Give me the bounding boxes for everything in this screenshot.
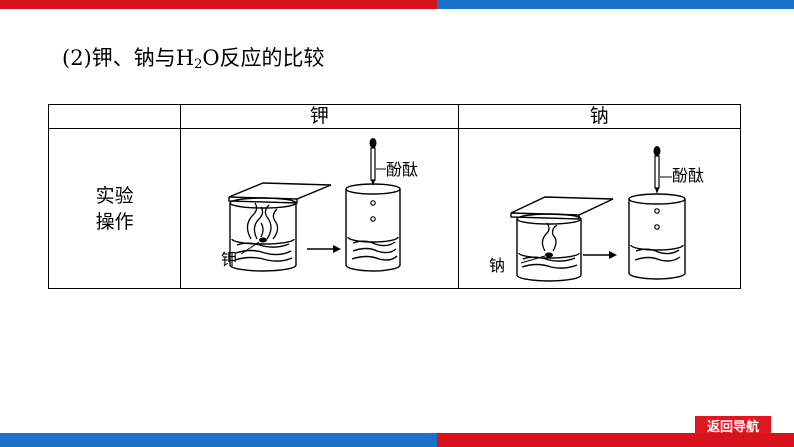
glass-cover-plate	[228, 182, 332, 200]
sodium-metal-piece	[544, 252, 553, 258]
potassium-callout-label: 钾	[221, 250, 237, 269]
arrow-icon	[307, 245, 342, 253]
bottom-bar-blue-segment	[0, 433, 437, 447]
top-bar-blue-segment	[436, 0, 794, 9]
table-row-experiment: 实验 操作	[47, 128, 742, 289]
phenolphthalein-callout-label: 酚酞	[386, 160, 418, 179]
sodium-flame	[541, 222, 557, 252]
falling-droplet-1	[653, 208, 660, 214]
heading-suffix: O反应的比较	[202, 46, 325, 70]
row-label-line-2: 操作	[95, 210, 134, 233]
heading-subscript: 2	[194, 57, 203, 72]
bottom-bar-red-segment	[436, 433, 794, 447]
dropper-icon	[653, 146, 661, 194]
potassium-flame	[247, 202, 279, 240]
sodium-beaker	[509, 196, 613, 282]
back-to-navigation-button[interactable]: 返回导航	[694, 415, 772, 438]
falling-droplet-1	[370, 200, 376, 206]
sodium-experiment-cell: 钠	[457, 128, 742, 289]
table-header-row: 钾 钠	[47, 104, 742, 129]
sodium-experiment-illustration: 钠	[489, 146, 704, 282]
phenolphthalein-beaker	[627, 193, 686, 280]
falling-droplet-2	[370, 216, 376, 222]
row-label-experiment-operation: 实验 操作	[47, 128, 182, 289]
arrow-icon	[582, 251, 617, 259]
header-sodium: 钠	[457, 104, 742, 129]
glass-cover-plate	[510, 196, 613, 216]
phenolphthalein-callout-label: 酚酞	[672, 166, 704, 185]
sodium-callout-label: 钠	[489, 256, 505, 275]
top-bar-red-segment	[0, 0, 437, 9]
header-potassium: 钾	[180, 104, 459, 129]
potassium-experiment-cell: 钾	[180, 128, 459, 289]
comparison-table: 钾 钠 实验 操作	[47, 104, 742, 289]
potassium-experiment-illustration: 钾	[221, 138, 418, 272]
potassium-metal-piece	[259, 237, 268, 243]
top-accent-bar	[0, 0, 794, 9]
sodium-pointer-line	[520, 255, 545, 264]
section-heading: (2)钾、钠与H2O反应的比较	[62, 44, 325, 72]
phenolphthalein-beaker	[345, 183, 401, 272]
potassium-beaker	[228, 182, 332, 272]
bottom-accent-bar	[0, 433, 794, 447]
row-label-line-1: 实验	[95, 184, 134, 207]
falling-droplet-2	[653, 224, 660, 230]
heading-prefix: (2)钾、钠与H	[62, 46, 195, 70]
potassium-pointer-line	[240, 241, 260, 255]
header-empty-cell	[47, 104, 182, 129]
glass-cover-edge	[228, 197, 298, 204]
dropper-icon	[369, 138, 377, 186]
